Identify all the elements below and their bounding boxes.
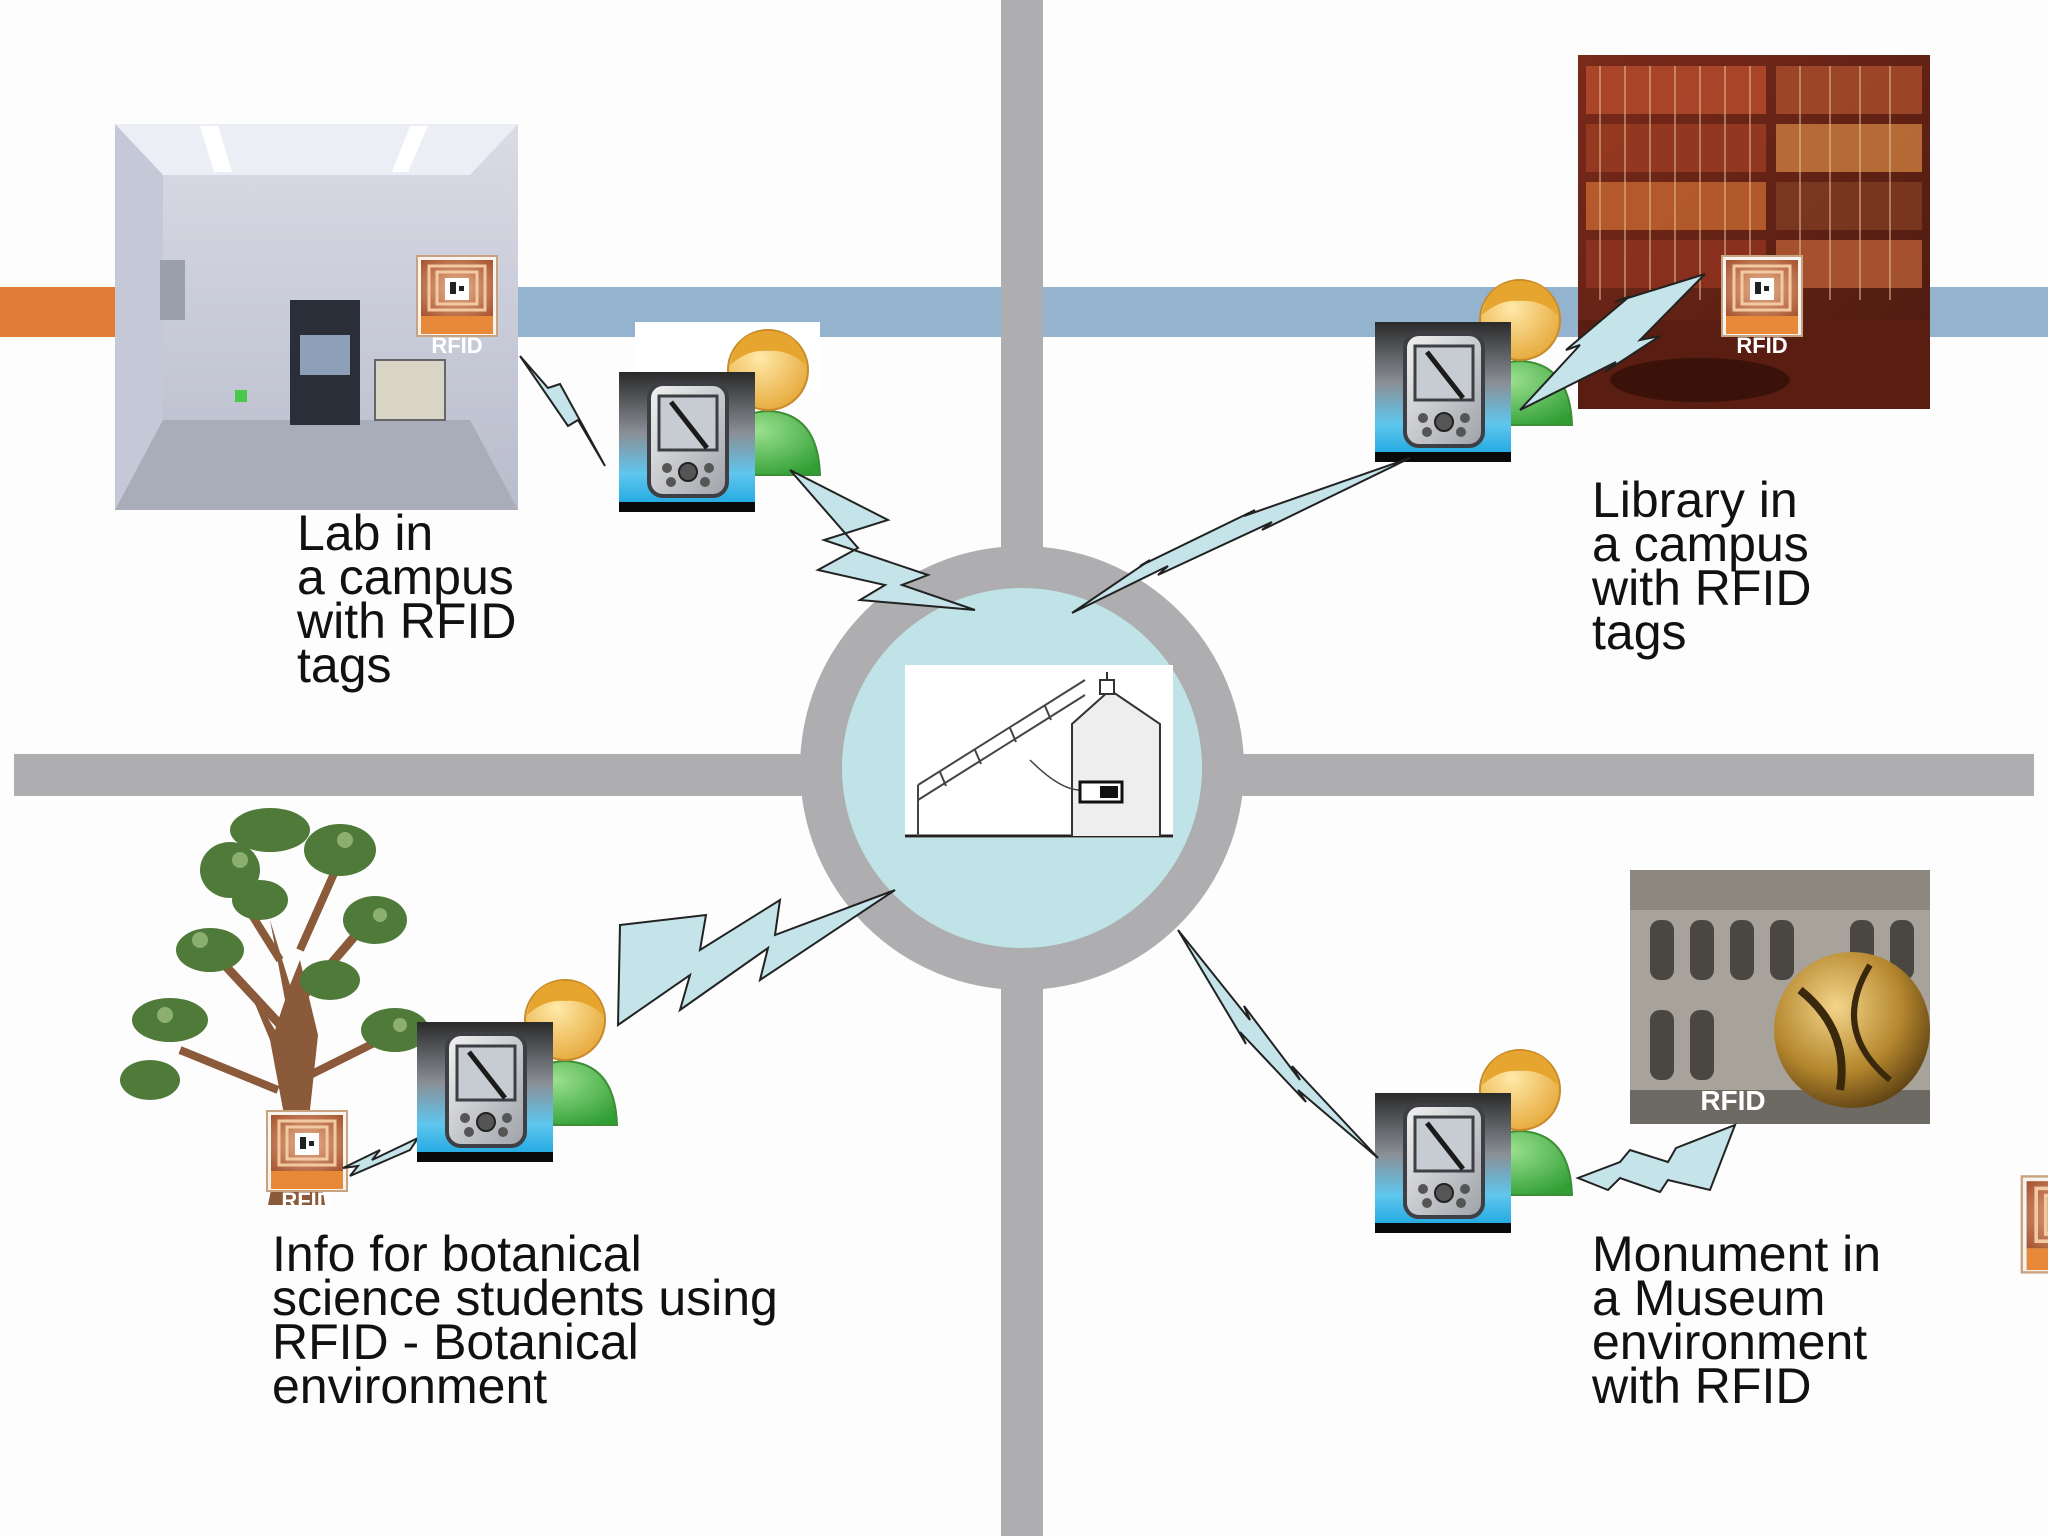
library-caption-line: tags xyxy=(1592,604,1687,660)
botanical-bolt-pda-to-hub xyxy=(616,889,896,1027)
lab-caption-line: with RFID xyxy=(297,593,517,649)
lab-room-photo xyxy=(115,124,518,510)
museum-sphere-photo xyxy=(1630,870,1930,1124)
central-hub xyxy=(800,546,1244,990)
lab-rfid-tag xyxy=(415,254,499,338)
museum-bolt-pda-to-hub xyxy=(1177,929,1379,1159)
library-bookshelves-photo xyxy=(1578,55,1930,409)
botanical-caption-line: environment xyxy=(272,1358,548,1414)
library-caption: Library in a campus with RFID tags xyxy=(1592,472,1812,660)
tree-icon xyxy=(120,808,429,1205)
museum-bolt-tag-to-pda xyxy=(1575,1123,1737,1194)
museum-caption: Monument in a Museum environment with RF… xyxy=(1592,1226,1882,1414)
botanical-rfid-label: RFID xyxy=(281,1188,332,1213)
library-rfid-tag xyxy=(1720,254,1804,338)
library-pda xyxy=(1375,322,1511,462)
orange-accent-bar xyxy=(0,287,120,337)
lab-caption-line: Lab in xyxy=(297,505,434,561)
lab-caption: Lab in a campus with RFID tags xyxy=(297,505,517,693)
museum-pda xyxy=(1375,1093,1511,1233)
lab-caption-line: a campus xyxy=(297,549,514,605)
lab-bolt-tag-to-pda xyxy=(519,355,606,467)
museum-rfid-label: RFID xyxy=(1700,1085,1765,1116)
library-caption-line: a campus xyxy=(1592,516,1809,572)
museum-caption-line: environment xyxy=(1592,1314,1868,1370)
library-bolt-pda-to-hub xyxy=(1071,457,1411,614)
botanical-caption-line: science students using xyxy=(272,1270,778,1326)
building-antenna-icon xyxy=(905,665,1173,838)
botanical-bolt-tag-to-pda xyxy=(342,1135,421,1177)
botanical-caption: Info for botanical science students usin… xyxy=(272,1226,778,1414)
museum-rfid-tag xyxy=(2020,1174,2048,1275)
lab-rfid-label: RFID xyxy=(431,333,482,358)
museum-caption-line: Monument in xyxy=(1592,1226,1882,1282)
museum-caption-line: with RFID xyxy=(1592,1358,1812,1414)
lab-pda xyxy=(619,372,755,512)
botanical-caption-line: RFID - Botanical xyxy=(272,1314,639,1370)
botanical-pda xyxy=(417,1022,553,1162)
lab-bolt-pda-to-hub xyxy=(789,469,976,611)
library-caption-line: with RFID xyxy=(1592,560,1812,616)
library-rfid-label: RFID xyxy=(1736,333,1787,358)
museum-caption-line: a Museum xyxy=(1592,1270,1826,1326)
lab-caption-line: tags xyxy=(297,637,392,693)
library-bolt-tag-to-pda xyxy=(1519,273,1706,411)
botanical-caption-line: Info for botanical xyxy=(272,1226,642,1282)
botanical-rfid-tag xyxy=(265,1109,349,1193)
library-caption-line: Library in xyxy=(1592,472,1798,528)
